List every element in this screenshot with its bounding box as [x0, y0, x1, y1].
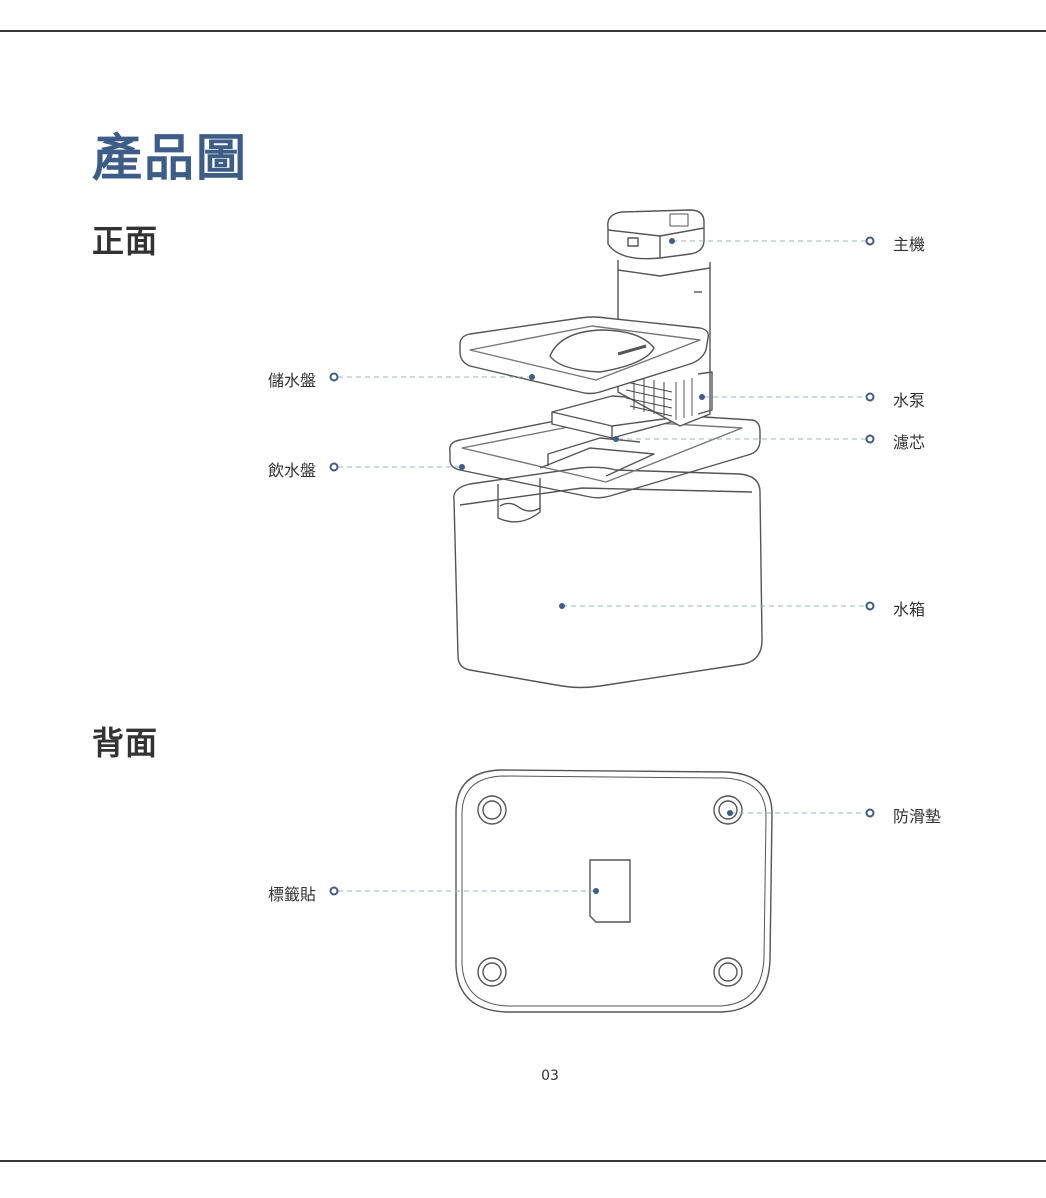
- front-view-heading: 正面: [92, 222, 159, 260]
- base-bottom-drawing: [455, 769, 773, 1013]
- storage-tray-drawing: [459, 316, 710, 395]
- host-unit-drawing: [607, 209, 705, 260]
- label-storage-tray: 儲水盤: [268, 371, 317, 390]
- top-rule: [0, 30, 1046, 32]
- leader-lines: [338, 240, 866, 892]
- label-filter: 濾芯: [893, 433, 926, 452]
- sticker-drawing: [589, 859, 631, 923]
- leader-rings: [329, 236, 875, 896]
- label-anti-slip-pad: 防滑墊: [893, 807, 942, 826]
- bottom-rule: [0, 1160, 1046, 1162]
- leader-dots: [459, 238, 733, 894]
- water-tank-drawing: [453, 466, 763, 689]
- label-sticker: 標籤貼: [268, 885, 317, 904]
- page-title: 產品圖: [92, 129, 248, 187]
- label-pump: 水泵: [893, 391, 926, 410]
- anti-slip-pad-drawing: [477, 795, 743, 987]
- page-number: 03: [541, 1068, 559, 1084]
- back-view-heading: 背面: [92, 724, 159, 762]
- label-drinking-tray: 飲水盤: [268, 461, 317, 480]
- label-tank: 水箱: [893, 600, 926, 619]
- label-host: 主機: [893, 235, 926, 254]
